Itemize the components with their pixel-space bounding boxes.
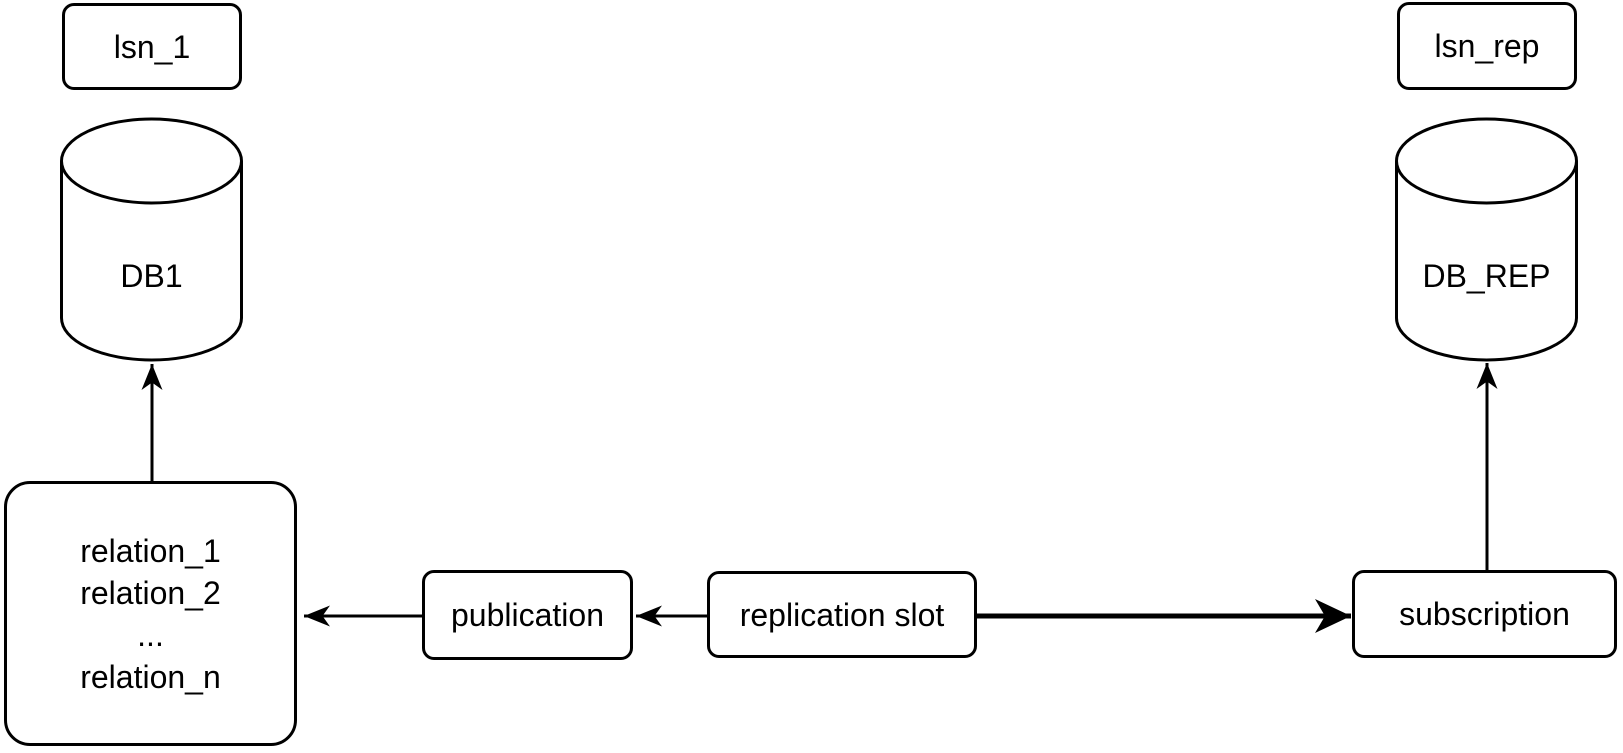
lsn-source-node: lsn_1 [62,3,242,90]
relation-line: relation_2 [80,574,221,611]
publication-label: publication [451,597,604,633]
lsn-replica-node: lsn_rep [1397,2,1577,90]
db1-cylinder-body [60,117,243,362]
relation-ellipsis: ... [137,616,164,653]
db-rep-cylinder-rim [1395,160,1578,205]
relation-line: relation_1 [80,532,221,569]
db-rep-label: DB_REP [1422,258,1551,294]
replication-slot-node: replication slot [707,571,977,658]
db1-cylinder-rim [60,160,243,205]
db-rep-cylinder-body [1395,117,1578,362]
replication-slot-label: replication slot [739,596,945,633]
db1-cylinder-icon [60,117,243,362]
subscription-label: subscription [1399,596,1570,632]
lsn-replica-label: lsn_rep [1434,28,1540,64]
subscription-node: subscription [1352,570,1617,658]
relation-line: relation_n [80,658,221,695]
db-rep-cylinder-icon [1395,117,1578,362]
publication-node: publication [422,570,633,660]
lsn-source-label: lsn_1 [113,28,191,65]
db1-label: DB1 [120,258,183,294]
relation-list-node: relation_1 relation_2 ... relation_n [4,481,297,746]
